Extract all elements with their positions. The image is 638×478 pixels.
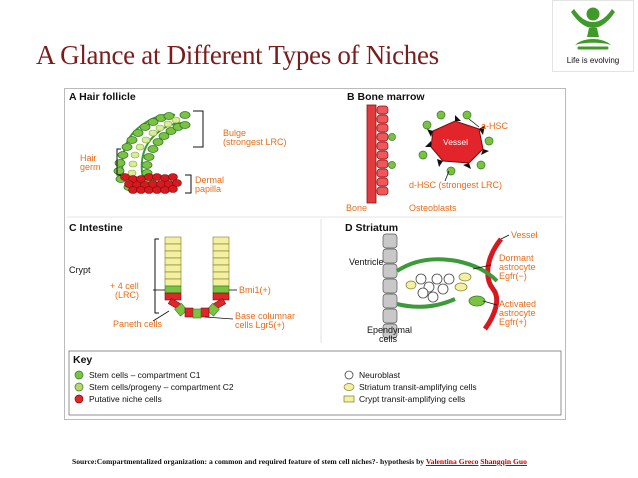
crypt-label: Crypt [69, 265, 91, 275]
niche-figure: A Hair follicle [64, 88, 566, 420]
astrocyte2-label: astrocyte [499, 308, 536, 318]
hsc-cells [418, 110, 494, 176]
d-hsc-label: d-HSC (strongest LRC) [409, 180, 502, 190]
author-link-shangqin-guo[interactable]: Shangqin Guo [480, 457, 527, 466]
ependymal-cells [382, 233, 398, 339]
panel-b-bone-marrow: B Bone marrow [346, 91, 509, 213]
dormant-label: Dormant [499, 253, 534, 263]
four-cell-label: + 4 cell [110, 281, 139, 291]
paneth-cells [164, 292, 230, 311]
logo: Life is evolving [552, 0, 634, 72]
key-item-2: Putative niche cells [89, 394, 162, 404]
neuroblasts [415, 273, 455, 303]
paneth-label: Paneth cells [113, 319, 163, 329]
panel-a-hair-follicle: A Hair follicle [69, 91, 287, 194]
key-item-4: Striatum transit-amplifying cells [359, 382, 477, 392]
lrc-label: (LRC) [115, 290, 139, 300]
slide-title: A Glance at Different Types of Niches [36, 40, 439, 70]
author-link-valentina-greco[interactable]: Valentina Greco [425, 457, 479, 466]
hair-label: Hair [80, 153, 97, 163]
panel-d-title: D Striatum [345, 222, 398, 234]
panel-c-title: C Intestine [69, 222, 123, 234]
bone-label: Bone [346, 203, 367, 213]
base-columnar-label: Base columnar [235, 311, 295, 321]
dermal-label: Dermal [195, 175, 224, 185]
bmi1-label: Bmi1(+) [239, 285, 271, 295]
panel-c-intestine: C Intestine Crypt [69, 222, 295, 330]
ependymal-label: Ependymal [367, 325, 412, 335]
bone-strip [366, 104, 377, 204]
dermal-papilla-cells [120, 173, 182, 194]
striatum-vessel [482, 237, 503, 331]
logo-caption: Life is evolving [566, 56, 620, 65]
osteoblasts-label: Osteoblasts [409, 203, 457, 213]
activated-label: Activated [499, 299, 536, 309]
astrocyte1-label: astrocyte [499, 262, 536, 272]
egfr-plus-label: Egfr(+) [499, 317, 527, 327]
osteoblast-cells [376, 105, 389, 196]
cells-label: cells [379, 334, 398, 344]
germ-label: germ [80, 162, 101, 172]
panel-b-title: B Bone marrow [347, 91, 425, 103]
lgr5-label: cells Lgr5(+) [235, 320, 285, 330]
crypt-transit-cells [164, 236, 230, 287]
key-title: Key [73, 354, 92, 366]
bulge-label: Bulge [223, 128, 246, 138]
vessel-label: Vessel [443, 137, 468, 147]
source-text: Source:Compartmentalized organization: a… [72, 457, 426, 466]
papilla-label: papilla [195, 184, 221, 194]
bulge-note: (strongest LRC) [223, 137, 287, 147]
panel-d-striatum: D Striatum [345, 222, 538, 344]
ventricle-label: Ventricle [349, 257, 384, 267]
vessel-d-label: Vessel [511, 230, 538, 240]
key-item-3: Neuroblast [359, 370, 401, 380]
vessel-shape [430, 120, 484, 164]
meditating-figure-icon [571, 7, 615, 50]
source-citation: Source:Compartmentalized organization: a… [72, 457, 527, 466]
key-item-0: Stem cells – compartment C1 [89, 370, 201, 380]
key-item-5: Crypt transit-amplifying cells [359, 394, 465, 404]
a-hsc-label: a-HSC [481, 121, 509, 131]
panel-a-title: A Hair follicle [69, 91, 136, 103]
key-item-1: Stem cells/progeny – compartment C2 [89, 382, 234, 392]
figure-key: Key Stem cells – compartment C1 Stem cel… [68, 350, 562, 416]
egfr-minus-label: Egfr(−) [499, 271, 527, 281]
